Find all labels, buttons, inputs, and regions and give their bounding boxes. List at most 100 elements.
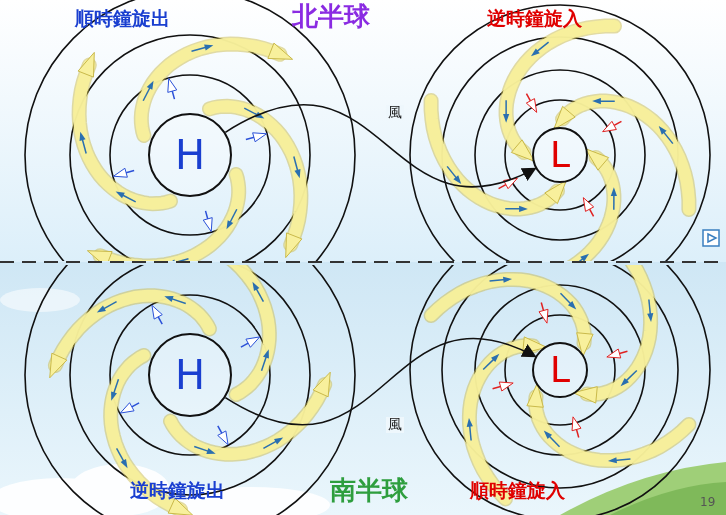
arrow-head <box>204 45 213 51</box>
arrow-head <box>120 403 134 413</box>
wind-direction <box>173 259 188 261</box>
pressure-symbol: H <box>175 135 205 175</box>
arrow-head <box>152 305 162 319</box>
isobar <box>475 70 645 240</box>
wind-direction <box>229 209 236 223</box>
wind-direction <box>447 166 457 179</box>
pressure-center-circle: H <box>148 333 232 417</box>
arrow-head <box>499 382 513 391</box>
arrow-head <box>274 437 283 444</box>
wind-direction <box>82 138 86 153</box>
arrow-head <box>531 48 540 56</box>
arrow-head <box>226 220 233 229</box>
arrow-head <box>603 121 617 131</box>
arrow-head <box>168 78 177 92</box>
wind-direction <box>599 100 615 102</box>
arrow-head <box>491 354 499 362</box>
arrow-head <box>111 391 117 400</box>
pressure-symbol: L <box>550 137 570 173</box>
arrow-head <box>539 309 548 323</box>
wind-direction <box>244 108 258 115</box>
arrow-head <box>113 168 127 177</box>
wind-direction <box>262 356 267 371</box>
page-number: 19 <box>700 496 715 509</box>
rotation-label: 順時鐘旋出 <box>75 8 170 29</box>
wind-spiral <box>50 265 331 515</box>
wind-label: 風 <box>386 417 404 432</box>
wind-arrow <box>225 105 535 187</box>
arrow-head <box>246 337 260 347</box>
hemisphere-title: 北半球 <box>292 2 370 31</box>
arrow-head <box>203 218 212 232</box>
wind-direction <box>256 288 264 302</box>
arrow-head <box>503 277 512 283</box>
pressure-center-circle: L <box>532 127 588 183</box>
arrow-head <box>147 81 154 90</box>
wind-spiral <box>431 265 689 499</box>
isobar <box>25 0 355 261</box>
wind-direction <box>171 298 186 303</box>
arrow-head <box>611 187 617 196</box>
arrow-head <box>78 52 94 77</box>
wind-direction <box>536 42 549 52</box>
arrow-head <box>621 378 629 386</box>
wind-direction <box>294 157 298 172</box>
pressure-center-circle: L <box>532 342 588 398</box>
wind-direction <box>615 459 631 461</box>
rotation-label: 逆時鐘旋入 <box>487 8 582 29</box>
isobar <box>70 35 310 261</box>
arrow-head <box>218 431 228 445</box>
wind-direction <box>470 425 472 441</box>
wind-direction <box>194 447 209 452</box>
arrow-head <box>583 198 593 212</box>
arrow-head <box>580 254 589 261</box>
pressure-symbol: L <box>550 352 570 388</box>
arrow-head <box>50 353 67 378</box>
spiral-arm-edge <box>536 397 689 461</box>
hemisphere-title: 南半球 <box>330 476 408 505</box>
pressure-system <box>410 265 710 515</box>
arrow-head <box>87 251 112 261</box>
arrow-head <box>572 417 581 431</box>
wind-direction <box>613 194 615 210</box>
arrow-head <box>503 114 509 123</box>
wind-direction <box>121 194 135 201</box>
arrow-head <box>586 149 609 170</box>
pressure-system <box>410 5 710 261</box>
wind-direction <box>548 435 559 446</box>
spiral-arm <box>587 265 651 394</box>
pressure-system <box>25 265 355 515</box>
spiral-arm <box>469 346 533 499</box>
arrow-head <box>167 259 176 261</box>
spiral-arm <box>431 279 584 343</box>
arrow-head <box>294 169 300 178</box>
pressure-center-circle: H <box>148 113 232 197</box>
arrow-head <box>568 301 576 309</box>
arrow-head <box>467 418 473 427</box>
wind-direction <box>192 47 207 51</box>
isobar <box>410 5 710 261</box>
wind-direction <box>143 86 150 100</box>
wind-direction <box>505 208 521 210</box>
wind-direction <box>649 300 651 316</box>
arrow-head <box>80 132 86 141</box>
pressure-symbol: H <box>175 355 205 395</box>
wind-label: 風 <box>386 105 404 120</box>
isobar <box>475 285 645 455</box>
spiral-arm-edge <box>469 346 533 499</box>
isobar <box>505 315 615 425</box>
wind-direction <box>113 379 118 394</box>
arrow-head <box>116 191 125 198</box>
arrow-head <box>263 349 269 358</box>
wind-spiral <box>431 26 689 261</box>
pressure-system <box>25 0 355 261</box>
arrow-head <box>659 126 667 135</box>
spiral-arm-edge <box>587 265 651 394</box>
arrow-head <box>97 306 106 313</box>
arrow-head <box>519 206 528 212</box>
spiral-arm <box>536 397 689 461</box>
wind-direction <box>263 441 277 449</box>
wind-direction <box>490 280 506 282</box>
